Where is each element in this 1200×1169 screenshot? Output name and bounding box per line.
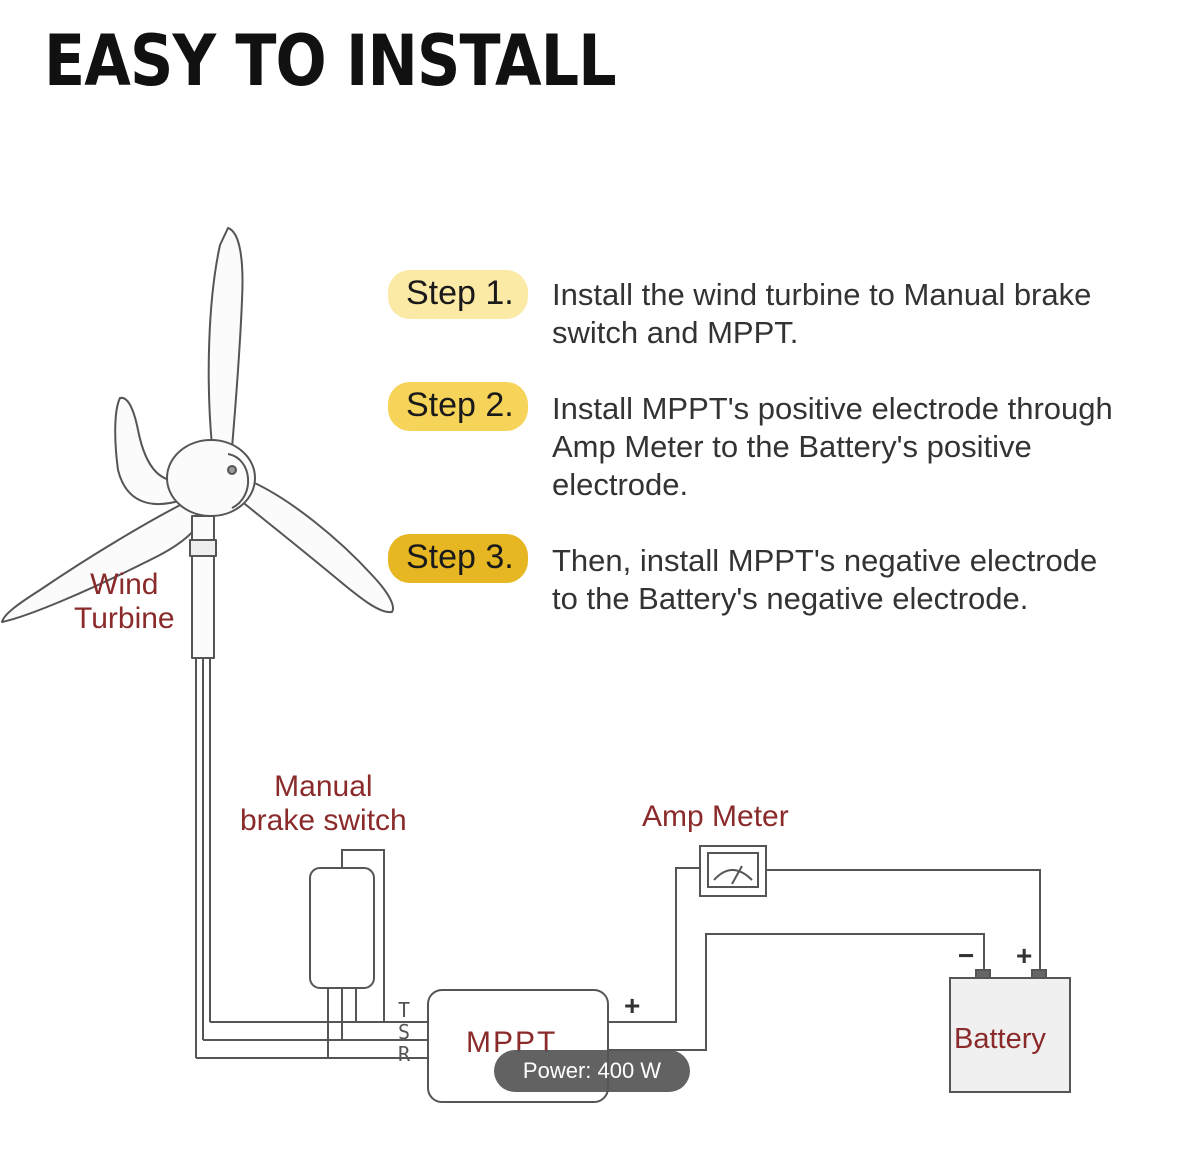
- wind-turbine-label-line-2: Turbine: [74, 602, 175, 635]
- step-3-text: Then, install MPPT's negative electrode …: [552, 542, 1200, 618]
- step-1-line-2: switch and MPPT.: [552, 315, 799, 350]
- battery-minus-sign: −: [958, 940, 975, 971]
- step-2-text: Install MPPT's positive electrode throug…: [552, 390, 1200, 504]
- step-2-badge: Step 2.: [388, 382, 528, 431]
- battery-label: Battery: [954, 1023, 1046, 1055]
- step-2-line-3: electrode.: [552, 467, 689, 502]
- brake-switch-label: Manual brake switch: [240, 770, 407, 838]
- step-3-badge: Step 3.: [388, 534, 528, 583]
- battery-plus-sign: +: [1016, 940, 1033, 971]
- terminal-s: S: [398, 1020, 411, 1044]
- power-badge: Power: 400 W: [494, 1050, 690, 1092]
- turbine-blade-right: [239, 479, 394, 614]
- brake-switch-label-line-2: brake switch: [240, 804, 407, 837]
- wind-turbine-label: Wind Turbine: [74, 568, 175, 636]
- step-1-line-1: Install the wind turbine to Manual brake: [552, 277, 1092, 312]
- turbine-hub: [166, 439, 256, 517]
- turbine-blade-top: [207, 227, 244, 449]
- terminal-r: R: [398, 1042, 411, 1066]
- wind-turbine-label-line-1: Wind: [90, 568, 159, 601]
- page-title: EASY TO INSTALL: [44, 20, 617, 102]
- step-2-line-1: Install MPPT's positive electrode throug…: [552, 391, 1113, 426]
- brake-switch-label-line-1: Manual: [274, 770, 373, 803]
- step-3-line-1: Then, install MPPT's negative electrode: [552, 543, 1098, 578]
- battery: [949, 969, 1071, 1093]
- brake-switch-box: [309, 867, 375, 989]
- amp-meter-label: Amp Meter: [642, 800, 789, 833]
- mppt-plus-sign: +: [624, 990, 641, 1021]
- step-1-badge: Step 1.: [388, 270, 528, 319]
- step-1-text: Install the wind turbine to Manual brake…: [552, 276, 1200, 352]
- turbine-tower: [191, 515, 215, 659]
- terminal-t: T: [398, 998, 411, 1022]
- step-3-line-2: to the Battery's negative electrode.: [552, 581, 1029, 616]
- step-2-line-2: Amp Meter to the Battery's positive: [552, 429, 1032, 464]
- turbine-blade-lower-left: [1, 499, 201, 623]
